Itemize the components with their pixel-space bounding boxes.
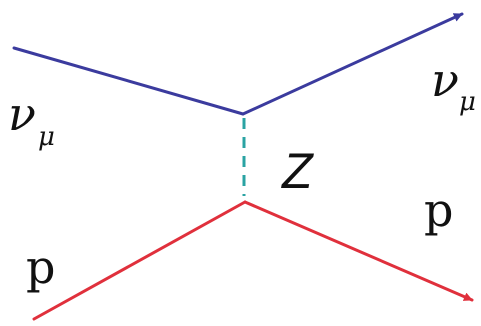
incoming-neutrino-line xyxy=(12,46,245,116)
incoming-neutrino-label: ν μ xyxy=(8,87,55,152)
outgoing-neutrino-label: ν μ xyxy=(431,53,476,117)
incoming-neutrino-subscript: μ xyxy=(38,122,55,152)
outgoing-neutrino-subscript: μ xyxy=(459,87,476,117)
outgoing-neutrino-symbol: ν xyxy=(431,53,459,107)
incoming-neutrino-symbol: ν xyxy=(8,87,36,141)
incoming-proton-line xyxy=(32,200,247,321)
outgoing-proton-label: p xyxy=(424,183,453,237)
incoming-proton-label: p xyxy=(26,240,55,294)
outgoing-neutrino-line xyxy=(241,12,464,116)
outgoing-proton-line xyxy=(243,200,474,302)
z-boson-label: Z xyxy=(281,143,314,199)
